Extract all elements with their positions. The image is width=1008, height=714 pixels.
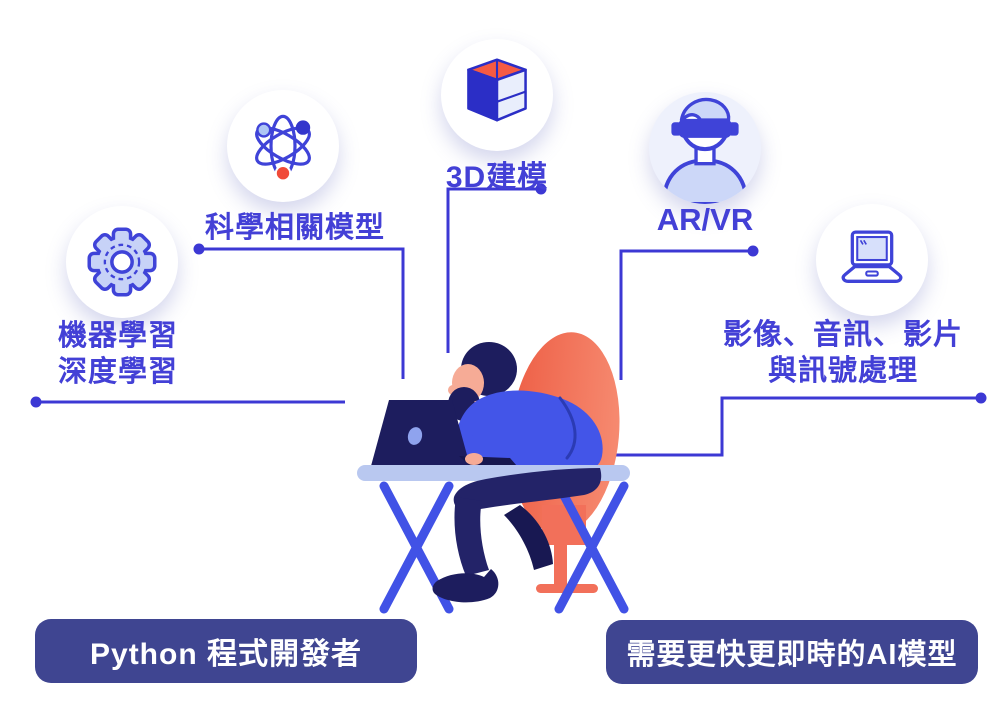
shoulders: [661, 158, 749, 204]
faster-ai-model-box: 需要更快更即時的AI模型: [606, 620, 978, 684]
connector-dot: [975, 392, 987, 404]
media-signal-label: 影像、音訊、影片 與訊號處理: [710, 317, 976, 389]
science-models-node: [227, 90, 339, 202]
laptop-icon: [841, 230, 903, 283]
gear-icon: [87, 227, 157, 297]
ar-vr-label: AR/VR: [656, 202, 754, 237]
machine-learning-label-line1: 機器學習: [58, 320, 179, 352]
media-signal-label-line1: 影像、音訊、影片: [722, 319, 963, 351]
connector-dot: [747, 245, 759, 257]
connector-3d-modeling: [446, 187, 541, 353]
office-chair: [510, 332, 620, 593]
atom-icon: [255, 114, 311, 182]
machine-learning-node: [66, 206, 178, 318]
python-developer-box: Python 程式開發者: [35, 619, 417, 683]
vr-headset-icon: [661, 97, 749, 204]
ar-vr-node: [649, 92, 761, 204]
faster-ai-model-box-text: 需要更快更即時的AI模型: [626, 639, 958, 671]
3d-modeling-label: 3D建模: [445, 161, 549, 194]
media-signal-label-line2: 與訊號處理: [767, 355, 918, 387]
connector-media-signal: [612, 396, 981, 457]
desk-legs: [379, 481, 629, 614]
machine-learning-label: 機器學習 深度學習: [58, 318, 178, 390]
vr-goggles: [678, 118, 732, 138]
python-developer-box-text: Python 程式開發者: [90, 638, 362, 671]
cube-icon: [467, 58, 527, 122]
person: [448, 342, 603, 470]
person-legs: [432, 468, 602, 603]
connector-science-models: [199, 247, 405, 379]
science-models-label: 科學相關模型: [204, 212, 385, 244]
machine-learning-label-line2: 深度學習: [58, 356, 179, 388]
atom-dot-dark: [295, 120, 311, 135]
desk-top: [357, 465, 630, 481]
3d-modeling-node: [441, 39, 553, 151]
connector-dot: [30, 396, 42, 408]
hair: [679, 97, 731, 122]
media-signal-node: [816, 204, 928, 316]
laptop-on-desk: [371, 400, 517, 466]
atom-dot-red: [274, 165, 292, 182]
atom-dot-light: [256, 122, 272, 138]
